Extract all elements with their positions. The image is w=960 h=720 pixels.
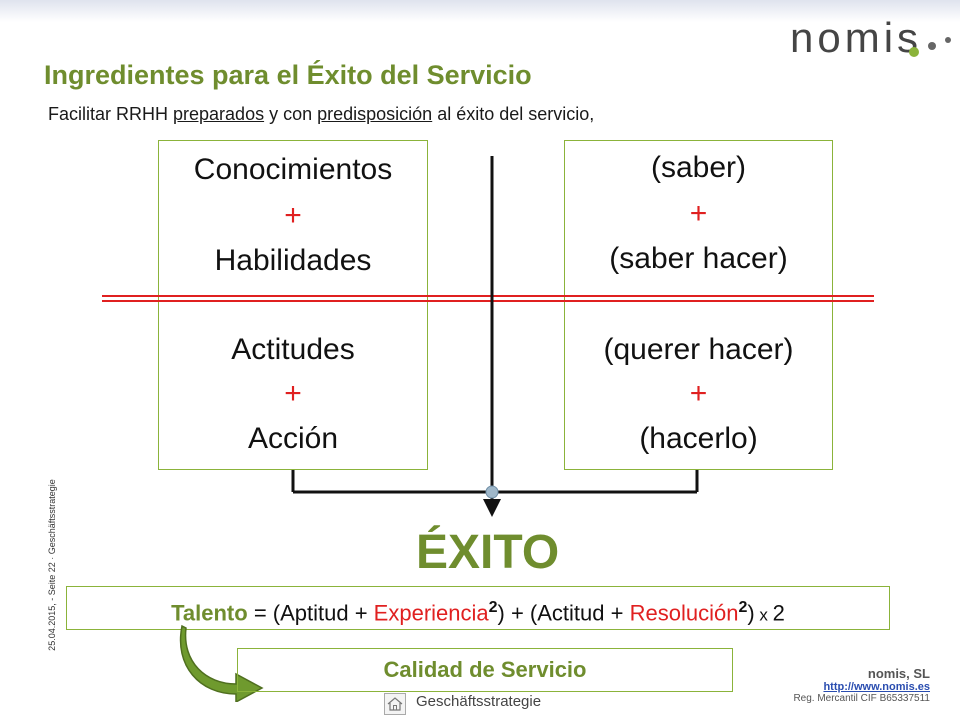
company-info: nomis, SL http://www.nomis.es Reg. Merca… bbox=[793, 666, 930, 704]
formula-experiencia: Experiencia bbox=[373, 600, 489, 626]
left-line-conocimientos: Conocimientos bbox=[193, 153, 393, 186]
double-red-line bbox=[102, 295, 874, 302]
subtitle-underline-predisposicion: predisposición bbox=[317, 104, 433, 124]
company-reg: Reg. Mercantil CIF B65337511 bbox=[793, 693, 930, 704]
formula-talento: Talento bbox=[171, 600, 248, 626]
formula-times: x bbox=[754, 605, 773, 625]
logo-text: nomis bbox=[790, 14, 923, 61]
junction-dot bbox=[485, 485, 499, 499]
formula-two: 2 bbox=[772, 600, 785, 626]
right-line-saber-hacer: (saber hacer) bbox=[609, 242, 788, 275]
company-name: nomis, SL bbox=[867, 666, 930, 681]
result-exito: ÉXITO bbox=[416, 526, 560, 579]
footer-label: Geschäftsstrategie bbox=[416, 693, 542, 710]
calidad-de-servicio: Calidad de Servicio bbox=[237, 648, 733, 692]
left-plus-1: + bbox=[284, 199, 302, 232]
left-plus-2: + bbox=[284, 377, 302, 410]
right-plus-2: + bbox=[689, 377, 708, 410]
subtitle-part3: al éxito del servicio, bbox=[432, 104, 595, 124]
formula-resolucion: Resolución bbox=[629, 600, 739, 626]
top-band bbox=[0, 0, 960, 22]
formula-mid: ) + (Actitud + bbox=[497, 600, 630, 626]
formula-eq: = (Aptitud + bbox=[247, 600, 374, 626]
talento-formula: Talento = (Aptitud + Experiencia2) + (Ac… bbox=[66, 586, 890, 630]
left-line-accion: Acción bbox=[247, 422, 339, 455]
formula-close: ) bbox=[747, 600, 755, 626]
left-line-habilidades: Habilidades bbox=[214, 244, 372, 277]
formula-sup-2: 2 bbox=[738, 599, 748, 616]
home-icon[interactable] bbox=[384, 693, 406, 715]
left-line-actitudes: Actitudes bbox=[231, 333, 355, 366]
right-line-saber: (saber) bbox=[650, 151, 747, 184]
subtitle-part2: y con bbox=[264, 104, 318, 124]
page-title: Ingredientes para el Éxito del Servicio bbox=[44, 60, 532, 90]
right-line-querer-hacer: (querer hacer) bbox=[603, 333, 794, 366]
subtitle: Facilitar RRHH preparados y con predispo… bbox=[48, 104, 594, 125]
right-plus-1: + bbox=[689, 197, 708, 230]
subtitle-underline-preparados: preparados bbox=[173, 104, 265, 124]
nomis-logo: nomis bbox=[790, 14, 951, 62]
curved-arrow-icon bbox=[179, 624, 264, 702]
left-box: Conocimientos + Habilidades Actitudes + … bbox=[158, 140, 428, 470]
company-url-link[interactable]: http://www.nomis.es bbox=[823, 681, 930, 693]
subtitle-part1: Facilitar RRHH bbox=[48, 104, 174, 124]
right-line-hacerlo: (hacerlo) bbox=[639, 422, 758, 455]
logo-dots-icon bbox=[909, 37, 951, 57]
formula-sup-1: 2 bbox=[488, 599, 498, 616]
right-box: (saber) + (saber hacer) (querer hacer) +… bbox=[564, 140, 833, 470]
side-footer-text: 25.04.2015, - Seite 22 · Geschäftsstrate… bbox=[47, 479, 57, 651]
